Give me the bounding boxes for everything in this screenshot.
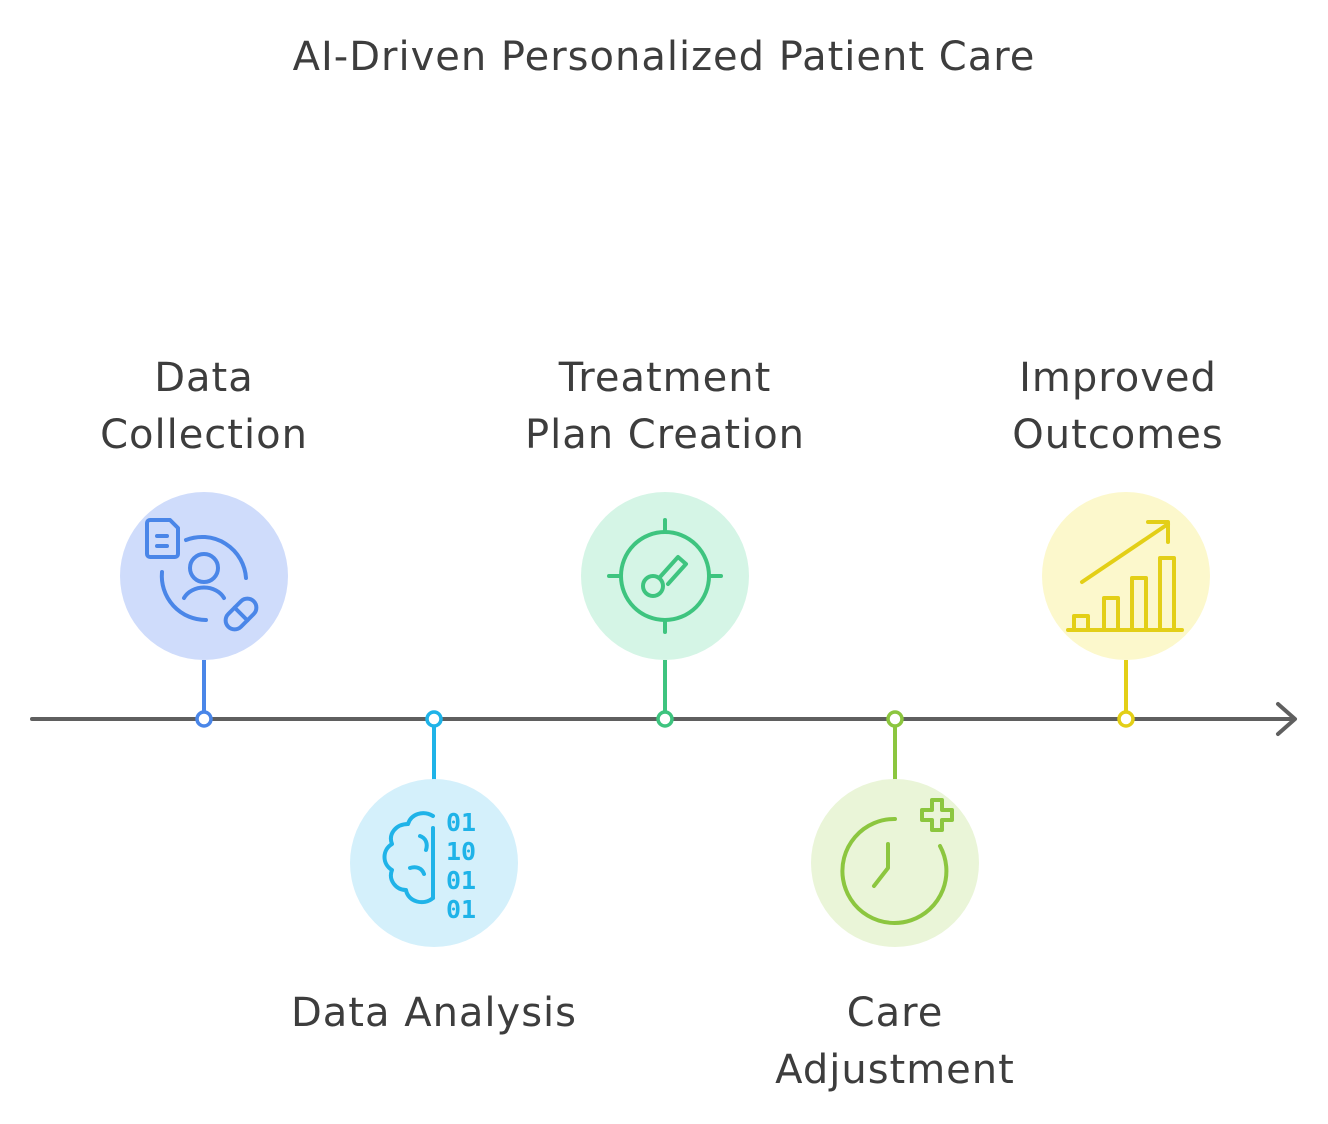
brain-binary-icon (382, 811, 435, 905)
step-care-adjustment (811, 710, 979, 947)
growth-chart-icon (1066, 520, 1184, 632)
patient-data-icon (145, 518, 259, 632)
svg-text:01: 01 (446, 895, 476, 924)
target-key-icon (607, 518, 723, 634)
svg-text:10: 10 (446, 837, 476, 866)
step-data-analysis: 01 10 01 01 (350, 710, 518, 947)
svg-text:01: 01 (446, 866, 476, 895)
step-treatment-plan (581, 492, 749, 728)
step-data-collection (120, 492, 288, 728)
label-data-analysis: Data Analysis (290, 990, 578, 1036)
step-improved-outcomes (1042, 492, 1210, 728)
clock-plus-icon (840, 798, 954, 925)
binary-digits: 01 10 01 01 (446, 808, 476, 924)
svg-text:01: 01 (446, 808, 476, 837)
page-title: AI-Driven Personalized Patient Care (292, 34, 1036, 80)
